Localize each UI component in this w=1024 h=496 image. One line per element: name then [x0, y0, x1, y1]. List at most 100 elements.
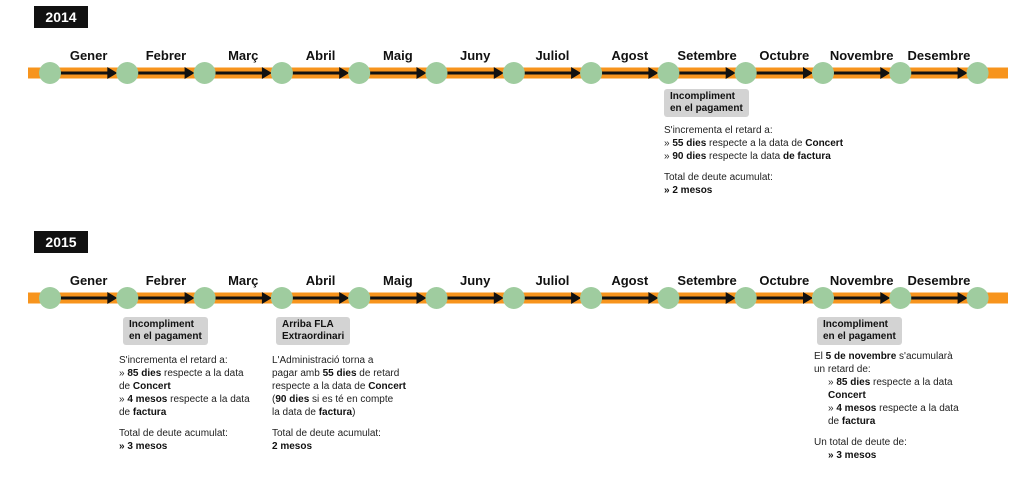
arrow-head — [571, 292, 582, 304]
arrow-head — [493, 292, 504, 304]
month-node — [116, 62, 139, 84]
tag-line: en el pagament — [670, 103, 743, 114]
month-label: Juny — [459, 273, 491, 288]
note-line: L'Administració torna a — [272, 355, 374, 366]
note-line: » 90 dies respecte la data de factura — [664, 151, 831, 162]
arrow-head — [416, 67, 427, 79]
note-total-value: » 2 mesos — [664, 185, 713, 196]
tag-line: Extraordinari — [282, 331, 345, 342]
month-node — [270, 287, 293, 309]
month-node — [889, 287, 912, 309]
arrow-head — [339, 292, 350, 304]
month-node — [812, 62, 834, 84]
month-label: Juliol — [535, 273, 570, 288]
year-badge-2015: 2015 — [34, 231, 88, 253]
month-node — [116, 287, 139, 309]
month-label: Febrer — [145, 48, 187, 63]
month-label: Desembre — [907, 273, 971, 288]
note-total-label: Total de deute acumulat: — [272, 428, 381, 439]
month-label: Juny — [459, 48, 491, 63]
arrow-head — [648, 67, 659, 79]
arrow-head — [184, 67, 195, 79]
note-line: Concert — [828, 390, 866, 401]
note-line: de factura — [119, 407, 167, 418]
tag-line: Arriba FLA — [282, 319, 334, 330]
month-label: Juliol — [535, 48, 570, 63]
month-label: Novembre — [829, 48, 894, 63]
arrow-head — [493, 67, 504, 79]
note-total-label: Un total de deute de: — [814, 437, 907, 448]
arrow-head — [261, 292, 272, 304]
note-line: » 4 mesos respecte a la data — [828, 403, 959, 414]
note-2015-febrer: S'incrementa el retard a: » 85 dies resp… — [119, 354, 250, 453]
note-total-label: Total de deute acumulat: — [119, 428, 228, 439]
arrow-head — [107, 67, 118, 79]
month-label: Octubre — [759, 48, 810, 63]
month-node — [193, 62, 216, 84]
note-line: (90 dies si es té en compte — [272, 394, 394, 405]
month-node — [270, 62, 293, 84]
month-node — [812, 287, 834, 309]
tag-line: Incompliment — [129, 319, 195, 330]
note-line: la data de factura) — [272, 407, 356, 418]
month-node — [193, 287, 216, 309]
arrow-head — [725, 67, 736, 79]
month-node — [966, 287, 989, 309]
note-intro: S'incrementa el retard a: — [664, 125, 773, 136]
month-label: Abril — [305, 273, 336, 288]
arrow-head — [261, 67, 272, 79]
note-total-label: Total de deute acumulat: — [664, 172, 773, 183]
arrow-head — [803, 67, 813, 79]
month-label: Agost — [611, 273, 649, 288]
month-label: Agost — [611, 48, 649, 63]
tag-2015-abril: Arriba FLA Extraordinari — [276, 317, 351, 345]
month-node — [580, 287, 603, 309]
tag-line: Incompliment — [670, 91, 736, 102]
note-line: » 85 dies respecte a la data — [828, 377, 953, 388]
month-node — [425, 287, 448, 309]
month-node — [966, 62, 989, 84]
note-line: » 55 dies respecte a la data de Concert — [664, 138, 844, 149]
arrow-head — [571, 67, 582, 79]
month-label: Març — [228, 48, 259, 63]
month-label: Març — [228, 273, 259, 288]
note-line: » 4 mesos respecte a la data — [119, 394, 250, 405]
tag-line: en el pagament — [129, 331, 202, 342]
month-label: Setembre — [677, 48, 737, 63]
note-intro: S'incrementa el retard a: — [119, 355, 228, 366]
note-2014-setembre: S'incrementa el retard a: » 55 dies resp… — [664, 124, 843, 197]
tag-line: Incompliment — [823, 319, 889, 330]
arrow-head — [339, 67, 350, 79]
month-label: Setembre — [677, 273, 737, 288]
arrow-head — [957, 67, 968, 79]
month-label: Desembre — [907, 48, 971, 63]
note-total-value: » 3 mesos — [119, 441, 168, 452]
tag-2015-novembre: Incompliment en el pagament — [817, 317, 902, 345]
month-label: Gener — [69, 273, 108, 288]
note-line: un retard de: — [814, 364, 871, 375]
note-2015-abril: L'Administració torna a pagar amb 55 die… — [272, 354, 406, 453]
tag-line: en el pagament — [823, 331, 896, 342]
month-node — [39, 287, 61, 309]
tag-2014-setembre: Incompliment en el pagament — [664, 89, 749, 117]
month-node — [502, 62, 525, 84]
month-node — [348, 287, 371, 309]
month-node — [657, 62, 680, 84]
note-line: respecte a la data de Concert — [272, 381, 406, 392]
month-node — [889, 62, 912, 84]
month-label: Maig — [383, 48, 413, 63]
note-2015-novembre: El 5 de novembre s'acumularà un retard d… — [814, 350, 959, 462]
month-node — [580, 62, 603, 84]
month-label: Febrer — [145, 273, 187, 288]
note-line: de Concert — [119, 381, 171, 392]
arrow-head — [880, 67, 891, 79]
arrow-head — [648, 292, 659, 304]
arrow-head — [416, 292, 427, 304]
note-total-value: » 3 mesos — [828, 450, 877, 461]
arrow-head — [107, 292, 118, 304]
arrow-head — [184, 292, 195, 304]
month-label: Gener — [69, 48, 108, 63]
arrow-head — [803, 292, 813, 304]
arrow-head — [957, 292, 968, 304]
note-line: » 85 dies respecte a la data — [119, 368, 244, 379]
